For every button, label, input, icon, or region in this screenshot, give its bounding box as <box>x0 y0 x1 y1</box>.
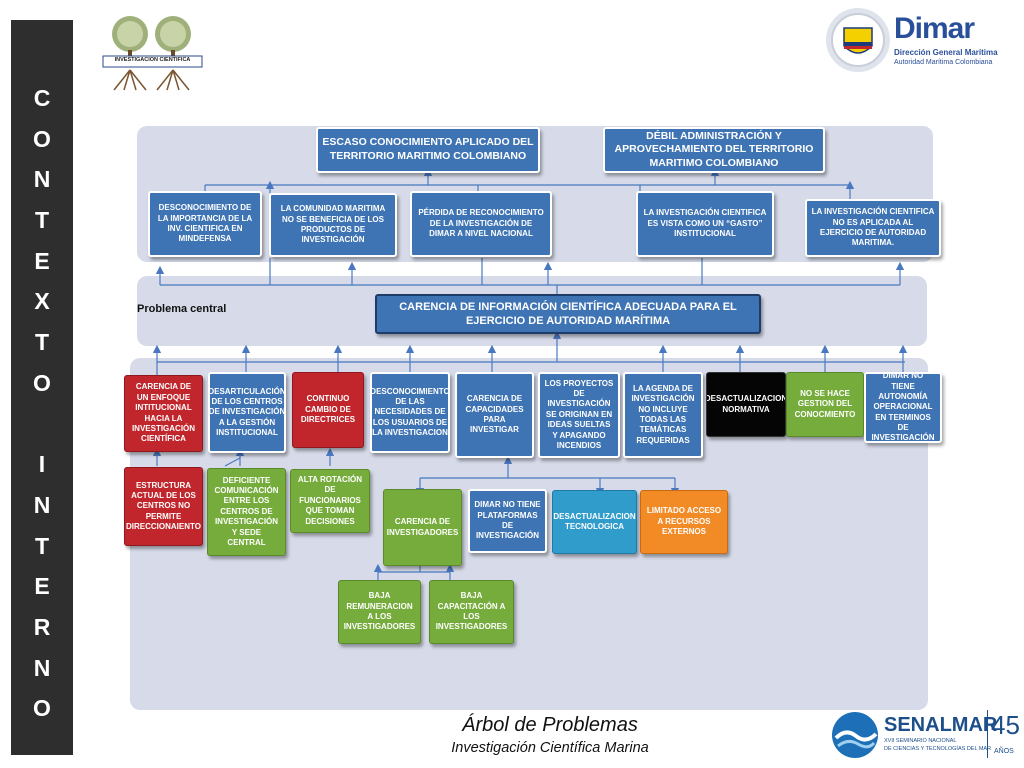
dimar-line1: Dirección General Marítima <box>894 48 998 57</box>
side-letter: C <box>33 85 51 111</box>
dimar-name: Dimar <box>894 12 975 45</box>
effect-5: LA INVESTIGACIÓN CIENTIFICA NO ES APLICA… <box>805 199 941 257</box>
senalmar-logo: SENALMAR XVII SEMINARIO NACIONAL DE CIEN… <box>830 710 1020 762</box>
subsubcause-2: BAJA CAPACITACIÓN A LOS INVESTIGADORES <box>429 580 514 644</box>
central-problem: CARENCIA DE INFORMACIÓN CIENTÍFICA ADECU… <box>375 294 761 334</box>
cause-3: CONTINUO CAMBIO DE DIRECTRICES <box>292 372 364 448</box>
subcause-5: DIMAR NO TIENE PLATAFORMAS DE INVESTIGAC… <box>468 489 547 553</box>
effect-top-2: DÉBIL ADMINISTRACIÓN Y APROVECHAMIENTO D… <box>603 127 825 173</box>
side-letter: T <box>34 329 50 356</box>
senalmar-name: SENALMAR <box>884 714 998 736</box>
dimar-logo: Dimar Dirección General Marítima Autorid… <box>822 6 1018 74</box>
cause-1: CARENCIA DE UN ENFOQUE INTITUCIONAL HACI… <box>124 375 203 452</box>
cause-2: DESARTICULACIÓN DE LOS CENTROS DE INVEST… <box>208 372 286 453</box>
side-letter: O <box>33 695 51 722</box>
side-letter: I <box>38 451 46 478</box>
effect-2: LA COMUNIDAD MARITIMA NO SE BENEFICIA DE… <box>269 193 397 257</box>
cause-5: CARENCIA DE CAPACIDADES PARA INVESTIGAR <box>455 372 534 458</box>
effect-1: DESCONOCIMIENTO DE LA IMPORTANCIA DE LA … <box>148 191 262 257</box>
footer-subtitle: Investigación Científica Marina <box>451 740 649 756</box>
cause-8: DESACTUALIZACION NORMATIVA <box>706 372 786 437</box>
cause-10: DIMAR NO TIENE AUTONOMÍA OPERACIONAL EN … <box>864 372 942 443</box>
senalmar-line1: XVII SEMINARIO NACIONAL <box>884 738 957 744</box>
effect-4: LA INVESTIGACIÓN CIENTIFICA ES VISTA COM… <box>636 191 774 257</box>
side-bar: C O N T E X T O I N T E R N O <box>11 20 73 755</box>
side-letter: N <box>33 654 51 681</box>
senalmar-line2: DE CIENCIAS Y TECNOLOGÍAS DEL MAR <box>884 746 992 752</box>
side-letter: R <box>33 613 51 640</box>
side-letter: X <box>34 288 50 315</box>
subcause-4: CARENCIA DE INVESTIGADORES <box>383 489 462 566</box>
side-letter: O <box>33 369 51 396</box>
side-letter: T <box>34 207 50 234</box>
side-letter: E <box>34 573 50 600</box>
senalmar-number: 45 <box>991 710 1020 740</box>
cause-7: LA AGENDA DE INVESTIGACIÓN NO INCLUYE TO… <box>623 372 703 458</box>
senalmar-divider <box>987 710 988 758</box>
side-letter: N <box>33 166 51 193</box>
senalmar-anos: AÑOS <box>994 748 1014 755</box>
cause-6: LOS PROYECTOS DE INVESTIGACIÓN SE ORIGIN… <box>538 372 620 458</box>
subcause-1: ESTRUCTURA ACTUAL DE LOS CENTROS NO PERM… <box>124 467 203 546</box>
footer-title: Árbol de Problemas <box>462 714 638 736</box>
subcause-6: DESACTUALIZACION TECNOLOGICA <box>552 490 637 554</box>
effect-top-1: ESCASO CONOCIMIENTO APLICADO DEL TERRITO… <box>316 127 540 173</box>
cause-9: NO SE HACE GESTION DEL CONOCMIENTO <box>786 372 864 437</box>
side-title: C O N T E X T O I N T E R N O <box>11 78 73 729</box>
side-letter: O <box>33 125 51 152</box>
subcause-2: DEFICIENTE COMUNICACIÓN ENTRE LOS CENTRO… <box>207 468 286 556</box>
dimar-line2: Autoridad Marítima Colombiana <box>894 59 993 66</box>
tree-logo-label: INVESTIGACION CIENTIFICA <box>114 57 191 63</box>
side-letter: T <box>34 532 50 559</box>
side-letter: E <box>34 247 50 274</box>
effect-3: PÉRDIDA DE RECONOCIMIENTO DE LA INVESTIG… <box>410 191 552 257</box>
side-letter: N <box>33 491 51 518</box>
cause-4: DESCONOCIMIENTO DE LAS NECESIDADES DE LO… <box>370 372 450 453</box>
tree-logo: INVESTIGACION CIENTIFICA <box>100 12 205 92</box>
subsubcause-1: BAJA REMUNERACION A LOS INVESTIGADORES <box>338 580 421 644</box>
tree-icon <box>112 16 191 91</box>
wave-logo-icon <box>832 712 878 758</box>
central-label: Problema central <box>137 303 227 315</box>
subcause-7: LIMITADO ACCESO A RECURSOS EXTERNOS <box>640 490 728 554</box>
subcause-3: ALTA ROTACIÓN DE FUNCIONARIOS QUE TOMAN … <box>290 469 370 533</box>
